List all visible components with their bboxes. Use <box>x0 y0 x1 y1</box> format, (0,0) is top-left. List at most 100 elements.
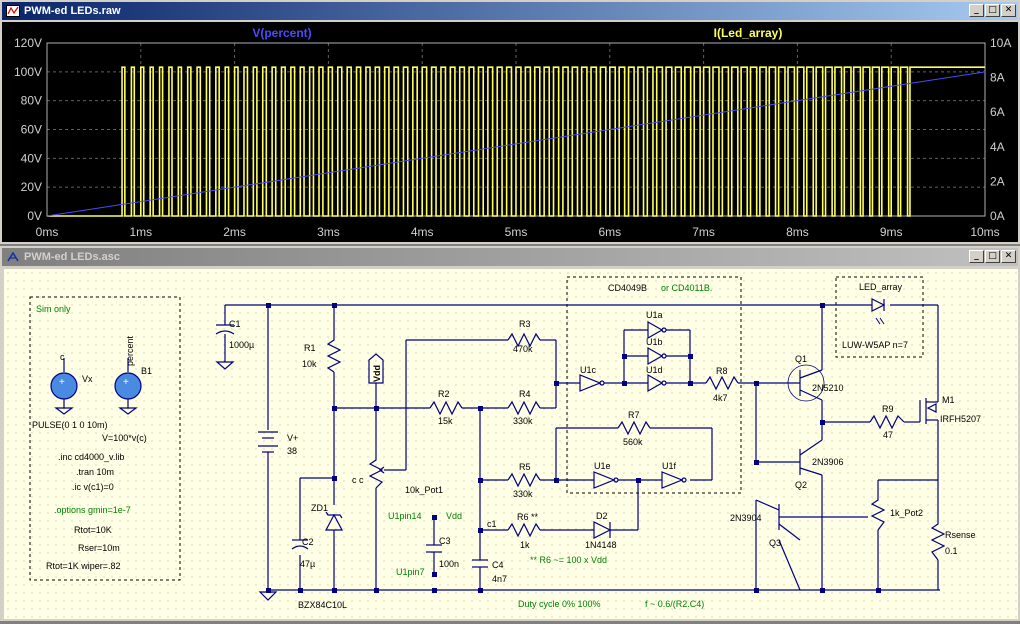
r1-resistor[interactable] <box>326 335 342 373</box>
wires <box>224 304 940 591</box>
r3-label: R3 <box>519 319 531 329</box>
r2-resistor[interactable] <box>429 400 463 416</box>
cd4011-label: or CD4011B. <box>661 283 712 293</box>
c4-capacitor[interactable] <box>472 559 488 578</box>
q1-transistor[interactable] <box>787 364 825 402</box>
r8-label: R8 <box>716 366 728 376</box>
ic-directive: .ic v(c1)=0 <box>72 482 114 492</box>
u1e-label: U1e <box>594 461 611 471</box>
junction-dots <box>266 303 881 593</box>
u1pin7-label: U1pin7 <box>396 567 425 577</box>
q2-value: 2N3906 <box>812 457 844 467</box>
r4-label: R4 <box>519 389 531 399</box>
sim-only-box <box>29 296 181 581</box>
u1f-inverter[interactable] <box>661 471 687 489</box>
pot2-potentiometer[interactable] <box>870 496 886 531</box>
cd4049-box <box>566 276 742 494</box>
pot1-potentiometer[interactable] <box>368 455 389 489</box>
maximize-button[interactable]: □ <box>985 4 1000 17</box>
schematic-window-title: PWM-ed LEDs.asc <box>24 251 120 263</box>
vx-voltage-source[interactable]: + c <box>50 352 78 415</box>
c2-label: C2 <box>302 537 314 547</box>
options-directive: .options gmin=1e-7 <box>54 505 131 515</box>
schematic-titlebar[interactable]: PWM-ed LEDs.asc _ □ ✕ <box>2 248 1018 266</box>
r5-resistor[interactable] <box>507 472 541 488</box>
x-tick-label: 5ms <box>505 225 528 239</box>
r5-label: R5 <box>519 462 531 472</box>
waveform-window-title: PWM-ed LEDs.raw <box>24 5 121 17</box>
c2-capacitor[interactable] <box>291 539 309 550</box>
c4-label: C4 <box>492 560 504 570</box>
tran-directive: .tran 10m <box>76 467 114 477</box>
duty-cycle-note: Duty cycle 0% 100% <box>518 599 601 609</box>
d2-diode[interactable] <box>593 521 612 539</box>
d2-value: 1N4148 <box>585 540 617 550</box>
svg-text:+: + <box>123 377 129 388</box>
trace-label-led-array[interactable]: I(Led_array) <box>714 26 783 40</box>
led-array-trace <box>47 66 985 217</box>
r1-value: 10k <box>302 359 317 369</box>
u1b-inverter[interactable] <box>647 346 667 366</box>
waveform-titlebar[interactable]: PWM-ed LEDs.raw _ □ ✕ <box>2 2 1018 20</box>
r8-resistor[interactable] <box>705 375 739 391</box>
m1-value: IRFH5207 <box>940 414 981 424</box>
u1pin14-label: U1pin14 <box>388 511 422 521</box>
x-tick-label: 1ms <box>129 225 152 239</box>
c3-value: 100n <box>439 559 459 569</box>
schematic-canvas[interactable]: Sim only Vx B1 percent PULSE(0 1 0 10m) … <box>4 269 1018 619</box>
vdd-net-label: Vdd <box>446 511 462 521</box>
r9-value: 47 <box>883 430 893 440</box>
m1-mosfet[interactable] <box>919 390 939 430</box>
d2-label: D2 <box>596 511 608 521</box>
b1-label: B1 <box>141 366 152 376</box>
vplus-source[interactable] <box>258 431 278 460</box>
rsense-resistor[interactable] <box>930 520 946 561</box>
b1-behavioral-source[interactable]: + <box>114 358 142 415</box>
q3-transistor[interactable] <box>755 499 801 541</box>
y-right-tick-label: 6A <box>990 105 1005 119</box>
frequency-note: f ~ 0.6/(R2.C4) <box>645 599 704 609</box>
q2-transistor[interactable] <box>799 439 823 476</box>
c3-label: C3 <box>439 536 451 546</box>
r9-resistor[interactable] <box>869 414 905 430</box>
close-button[interactable]: ✕ <box>1001 250 1016 263</box>
y-left-tick-label: 40V <box>21 151 42 165</box>
u1e-inverter[interactable] <box>593 471 619 489</box>
percent-net-label: percent <box>125 335 135 366</box>
r7-resistor[interactable] <box>617 420 651 436</box>
svg-text:+: + <box>59 377 65 388</box>
r9-label: R9 <box>882 404 894 414</box>
minimize-button[interactable]: _ <box>969 250 984 263</box>
led-array-label: LED_array <box>859 282 903 292</box>
u1a-inverter[interactable] <box>647 320 667 340</box>
c4-value: 4n7 <box>492 574 507 584</box>
zd1-value: BZX84C10L <box>298 600 347 610</box>
x-tick-label: 2ms <box>223 225 246 239</box>
r4-resistor[interactable] <box>507 400 541 416</box>
c1-capacitor[interactable] <box>215 324 235 370</box>
led-array-diode[interactable] <box>871 298 886 325</box>
maximize-button[interactable]: □ <box>985 250 1000 263</box>
vdd-net-flag[interactable] <box>368 353 384 384</box>
cc-label: c c <box>352 475 364 485</box>
trace-label-percent[interactable]: V(percent) <box>252 26 311 40</box>
r6-resistor[interactable] <box>507 522 541 538</box>
zd1-zener[interactable] <box>325 511 343 531</box>
u1a-label: U1a <box>646 310 663 320</box>
r6-value: 1k <box>520 540 530 550</box>
r8-value: 4k7 <box>713 393 728 403</box>
schematic-app-icon <box>7 251 19 262</box>
close-button[interactable]: ✕ <box>1001 4 1016 17</box>
r3-resistor[interactable] <box>507 332 541 348</box>
u1d-inverter[interactable] <box>647 373 667 393</box>
u1c-inverter[interactable] <box>579 374 605 392</box>
bexpr-label: V=100*v(c) <box>102 433 147 443</box>
svg-text:c: c <box>60 352 65 362</box>
minimize-button[interactable]: _ <box>969 4 984 17</box>
rser-label: Rser=10m <box>78 543 120 553</box>
c2-value: 47µ <box>300 559 315 569</box>
r7-value: 560k <box>623 437 643 447</box>
c3-capacitor[interactable] <box>426 544 442 558</box>
x-tick-label: 9ms <box>880 225 903 239</box>
